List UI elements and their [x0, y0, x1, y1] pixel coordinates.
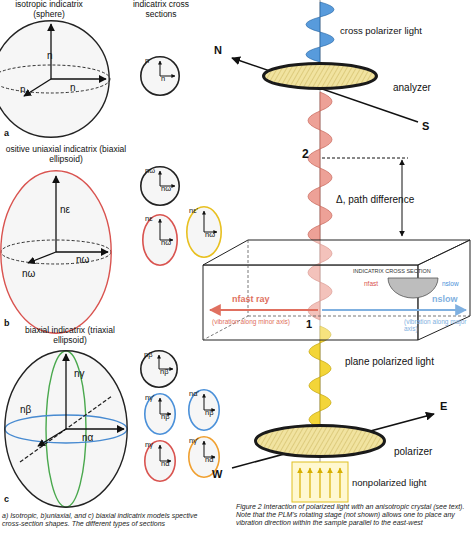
figure-caption: a) Isotropic, b)uniaxial, and c) biaxial… [2, 512, 216, 528]
cross-section: nγ nα [144, 440, 176, 482]
node-label: nγ [145, 441, 153, 449]
node-label: nslow [442, 280, 459, 287]
north-south-line [232, 58, 418, 122]
node-label: nε [60, 204, 70, 215]
cross-section: nε nω [142, 214, 178, 266]
direction-letter: S [422, 120, 429, 132]
cross-section: nω nω [140, 166, 180, 206]
biaxial-axes [5, 351, 127, 507]
fast-ray-arrow [210, 309, 318, 311]
node-label: INDICATRIX CROSS SECTION [353, 268, 431, 274]
cross-section: nβ nβ [140, 350, 178, 388]
node-outline [262, 62, 378, 90]
panel-letter: b [4, 318, 10, 328]
node-label: nβ [205, 409, 214, 417]
panel-letter: c [4, 494, 9, 504]
ray-note: (vibration along major axis) [404, 318, 470, 333]
node-label: n [70, 82, 76, 93]
polarized-wave [309, 326, 331, 428]
direction-letter: E [440, 400, 447, 412]
node-label: nω [22, 268, 35, 279]
node-label: nγ [74, 368, 85, 379]
polarizer-disc: polarizer [254, 424, 386, 458]
node-outline [4, 350, 128, 508]
light-label: plane polarized light [345, 356, 434, 367]
cross-section: nα' nβ [188, 389, 220, 431]
slow-ray-arrow [322, 309, 466, 311]
node-label: nα' [205, 456, 215, 464]
node-label: nfast [364, 280, 378, 287]
crossed-wave [306, 2, 334, 62]
node-outline [0, 20, 110, 138]
node-label: nα [161, 460, 170, 468]
node-label: polarizer [394, 446, 432, 457]
panel-heading: isotropic indicatrix (sphere) [6, 0, 92, 19]
node-label: nω [145, 167, 155, 175]
node-outline [388, 278, 438, 298]
cross-section: nε' nω [186, 206, 222, 258]
node-label: nω [76, 254, 89, 265]
node-label: nβ [161, 413, 170, 421]
node-label: nω [161, 185, 171, 193]
node-outline [0, 170, 112, 334]
ray-note: (vibration along minor axis) [212, 318, 290, 325]
node-label: nε [145, 215, 153, 223]
node-label: nα' [189, 390, 199, 398]
node-label: analyzer [393, 82, 431, 93]
indicatrix-section: nfastnslow [388, 278, 438, 298]
direction-letter: W [212, 468, 222, 480]
node-label: nα [82, 432, 93, 443]
panel-letter: a [4, 128, 9, 138]
node-label: nω [205, 231, 215, 239]
figure-caption: Figure 2 Interaction of polarized light … [236, 503, 472, 526]
panel-heading: ositive uniaxial indicatrix (biaxial ell… [0, 145, 132, 164]
isotropic-sphere: n n n [0, 20, 110, 138]
ray-label: nslow [432, 294, 458, 304]
light-source [292, 462, 348, 502]
node-label: n [47, 50, 53, 61]
callout-number: 1 [306, 318, 312, 330]
panel-heading: indicatrix cross sections [128, 0, 194, 19]
light-label: nonpolarized light [352, 478, 426, 489]
node-label: nβ [160, 368, 169, 376]
analyzer-disc: analyzer [262, 62, 378, 90]
path-marker [322, 158, 408, 159]
node-label: nβ [20, 404, 31, 415]
node-label: n [161, 75, 165, 83]
node-label: nγ' [145, 394, 154, 402]
node-label: nω [161, 239, 171, 247]
cross-section: nγ' nβ [144, 393, 176, 435]
dimension-label: Δ, path difference [336, 194, 414, 205]
biaxial-ellipsoid: nγ nβ nα [4, 350, 128, 508]
uniaxial-ellipsoid: nε nω nω [0, 170, 112, 334]
node-outline [254, 424, 386, 458]
node-label: n [20, 84, 26, 95]
node-label: nβ [144, 351, 153, 359]
callout-number: 2 [302, 148, 309, 161]
direction-letter: N [214, 44, 222, 56]
node-label: nε' [189, 207, 198, 215]
east-west-line [232, 414, 434, 468]
panel-heading: biaxial indicatrix (triaxial ellipsoid) [18, 326, 122, 345]
node-label: nγ' [189, 437, 198, 445]
crystal-box: INDICATRIX CROSS SECTIONnfastnslow [203, 238, 473, 342]
light-label: cross polarizer light [340, 26, 422, 37]
cross-section: nn [140, 56, 180, 96]
ray-label: nfast ray [232, 294, 270, 304]
node-label: n [145, 57, 149, 65]
